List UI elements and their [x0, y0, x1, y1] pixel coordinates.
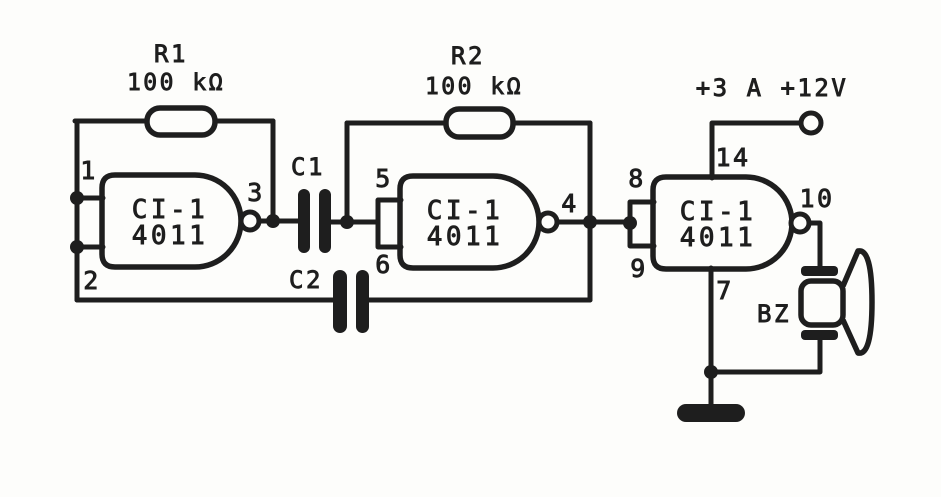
nand-gate-1: CI-1 4011 1 2 3 [80, 156, 265, 296]
resistor-r1-value: 100 kΩ [127, 70, 225, 96]
wire-gate2-input-bracket [375, 197, 404, 250]
nand-gate-1-part-label: 4011 [132, 221, 209, 251]
nand-gate-3-chip-label: CI-1 [680, 197, 757, 227]
nand-gate-2-inverter-bubble [536, 210, 560, 234]
wires [72, 118, 823, 407]
capacitor-c2-label: C2 [289, 266, 323, 294]
nand-gate-1-chip-label: CI-1 [132, 195, 209, 225]
resistor-r2: R2 100 kΩ [425, 42, 523, 140]
nand-gate-1-pin-3: 3 [247, 178, 265, 207]
junction-gate1-output [266, 214, 280, 228]
nand-gate-1-inverter-bubble [238, 209, 262, 233]
ground-bar [677, 404, 745, 422]
nand-gate-1-pin-2: 2 [83, 266, 101, 295]
nand-gate-3-pin-10: 10 [799, 184, 834, 213]
junction-gate1-input-a [70, 191, 84, 205]
power-terminal-circle [798, 110, 824, 136]
buzzer-terminal-bottom [801, 330, 838, 340]
wire-pin14-vdd [709, 120, 803, 181]
buzzer-horn-cone [840, 248, 875, 356]
nand-gate-2-body [397, 173, 542, 271]
junction-gate3-input [623, 216, 637, 230]
junction-c1-gate2 [340, 215, 354, 229]
capacitor-c1: C1 [291, 153, 331, 253]
capacitor-c2: C2 [289, 266, 369, 333]
power-terminal: +3 A +12V [695, 74, 849, 136]
wire-buzzer-return [708, 337, 823, 375]
resistor-r1-name: R1 [154, 40, 188, 68]
resistor-r2-value: 100 kΩ [425, 74, 523, 100]
resistor-r2-name: R2 [451, 42, 485, 70]
buzzer-body [798, 278, 846, 328]
capacitor-c2-plate-left [333, 270, 347, 333]
resistor-r1-body [144, 105, 218, 138]
buzzer-terminal-top [801, 266, 838, 276]
nand-gate-2-pin-4: 4 [561, 189, 579, 218]
junction-ground-buzzer [704, 365, 718, 379]
nand-gate-3: CI-1 4011 8 9 10 14 7 [628, 143, 834, 306]
nand-gate-3-pin-7: 7 [716, 276, 734, 305]
nand-gate-3-inverter-bubble [788, 211, 812, 235]
nand-gate-3-body [650, 174, 795, 272]
nand-gate-3-pin-14: 14 [715, 143, 750, 172]
capacitor-c1-plate-right [319, 189, 331, 253]
nand-gate-3-pin-9: 9 [630, 254, 648, 283]
junction-gate2-output [583, 215, 597, 229]
wire-gate3-output [805, 220, 823, 269]
nand-gate-2-pin-6: 6 [375, 250, 393, 279]
nand-gate-1-pin-1: 1 [80, 156, 98, 185]
nand-gate-2-part-label: 4011 [427, 222, 504, 252]
capacitor-c1-label: C1 [291, 153, 325, 181]
resistor-r2-body [443, 106, 516, 140]
buzzer: BZ [757, 248, 875, 356]
junction-dots [70, 191, 718, 379]
buzzer-label: BZ [757, 300, 791, 328]
nand-gate-2-chip-label: CI-1 [427, 196, 504, 226]
nand-gate-2-pin-5: 5 [375, 164, 393, 193]
junction-gate1-input-b [70, 240, 84, 254]
capacitor-c2-plate-right [356, 270, 369, 333]
nand-gate-3-pin-8: 8 [628, 164, 646, 193]
capacitor-c1-plate-left [298, 189, 310, 253]
nand-gate-2: CI-1 4011 5 6 4 [375, 164, 579, 280]
power-label: +3 A +12V [696, 74, 849, 102]
ground-symbol [677, 404, 745, 422]
nand-gate-3-part-label: 4011 [680, 223, 757, 253]
nand-gate-1-body [99, 172, 244, 270]
resistor-r1: R1 100 kΩ [127, 40, 225, 138]
